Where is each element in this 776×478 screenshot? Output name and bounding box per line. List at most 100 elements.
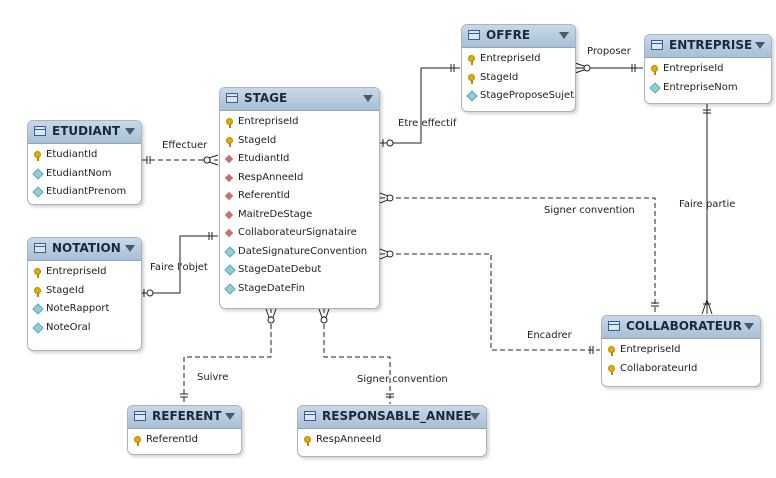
attribute-icon [32, 321, 44, 334]
column-name: EtudiantPrenom [46, 186, 127, 197]
relation-effectuer-end-circle [203, 156, 211, 164]
primary-key-icon [34, 286, 41, 297]
column-name: EtudiantId [238, 153, 290, 164]
label-faire-objet: Faire l'objet [150, 262, 208, 273]
column-row[interactable]: CollaborateurId [602, 360, 760, 379]
primary-key-icon [134, 436, 141, 446]
column-row[interactable]: EtudiantNom [28, 165, 141, 184]
entity-stage-header[interactable]: STAGE [220, 88, 379, 111]
chevron-down-icon[interactable] [125, 245, 135, 252]
column-name: EntrepriseId [238, 116, 299, 127]
primary-key-icon [468, 55, 475, 65]
column-name: EntrepriseId [480, 53, 541, 64]
table-icon [34, 243, 46, 253]
relation-faire-partie-end-one [703, 109, 711, 114]
column-list: ReferentId [128, 429, 241, 454]
entity-notation-header[interactable]: NOTATION [28, 238, 141, 261]
primary-key-icon [34, 268, 41, 278]
foreign-key-icon [224, 210, 234, 219]
column-row[interactable]: EntrepriseId [602, 341, 760, 360]
entity-referent-header[interactable]: REFERENT [128, 406, 241, 429]
column-name: StageDateDebut [238, 264, 322, 275]
column-name: EtudiantNom [46, 167, 112, 179]
entity-offre-header[interactable]: OFFRE [462, 25, 575, 48]
column-row[interactable]: StageId [220, 132, 379, 151]
column-row[interactable]: RespAnneeId [298, 431, 486, 450]
column-row[interactable]: CollaborateurSignataire [220, 224, 379, 243]
column-row[interactable]: ReferentId [128, 431, 241, 450]
chevron-down-icon[interactable] [559, 32, 569, 39]
column-row[interactable]: EntrepriseId [462, 50, 575, 69]
entity-title: ENTREPRISE [669, 38, 753, 52]
column-name: EntrepriseId [46, 266, 107, 277]
column-name: EtudiantId [46, 149, 98, 160]
entity-collaborateur-header[interactable]: COLLABORATEUR [602, 316, 760, 339]
entity-responsable-annee-header[interactable]: RESPONSABLE_ANNEE [298, 406, 486, 429]
chevron-down-icon[interactable] [125, 128, 135, 135]
column-row[interactable]: EntrepriseId [28, 263, 141, 282]
relation-etre-effectif-line [380, 67, 460, 144]
chevron-down-icon[interactable] [744, 323, 754, 330]
column-row[interactable]: EntrepriseId [645, 60, 771, 79]
table-icon [226, 93, 238, 103]
chevron-down-icon[interactable] [755, 42, 765, 49]
relation-faire-partie-end-many [701, 299, 713, 315]
column-row[interactable]: EtudiantPrenom [28, 183, 141, 202]
label-proposer: Proposer [587, 46, 631, 57]
column-row[interactable]: ReferentId [220, 187, 379, 206]
column-name: ReferentId [238, 190, 290, 201]
column-name: StageDateFin [238, 282, 305, 294]
relation-faire-objet-line [142, 235, 218, 294]
column-name: StageId [238, 134, 277, 146]
column-row[interactable]: EtudiantId [220, 150, 379, 169]
column-row[interactable]: NoteOral [28, 319, 141, 338]
entity-referent[interactable]: REFERENT ReferentId [127, 405, 242, 455]
relation-encadrer-end-one [589, 346, 594, 354]
entity-title: STAGE [244, 91, 288, 105]
column-row[interactable]: StageProposeSujet [462, 87, 575, 106]
attribute-icon [224, 264, 236, 276]
column-row[interactable]: EtudiantId [28, 146, 141, 165]
column-row[interactable]: EntrepriseId [220, 113, 379, 132]
label-etre-effectif: Etre effectif [398, 118, 457, 129]
entity-title: COLLABORATEUR [626, 319, 742, 333]
foreign-key-icon [224, 191, 234, 201]
column-row[interactable]: StageDateFin [220, 280, 379, 299]
primary-key-icon [608, 346, 615, 356]
foreign-key-icon [224, 154, 234, 164]
column-name: EntrepriseId [620, 344, 681, 355]
column-row[interactable]: EntrepriseNom [645, 79, 771, 98]
relation-signer-convention-collab-end-one [651, 302, 659, 307]
table-icon [304, 411, 316, 421]
column-row[interactable]: StageDateDebut [220, 261, 379, 280]
entity-etudiant-header[interactable]: ETUDIANT [28, 121, 141, 144]
column-row[interactable]: DateSignatureConvention [220, 243, 379, 262]
column-row[interactable]: StageId [462, 69, 575, 88]
column-row[interactable]: MaitreDeStage [220, 206, 379, 225]
column-row[interactable]: StageId [28, 282, 141, 301]
entity-entreprise-header[interactable]: ENTREPRISE [645, 35, 771, 58]
column-name: CollaborateurId [620, 362, 698, 374]
column-row[interactable]: NoteRapport [28, 300, 141, 319]
relation-suivre-line [183, 308, 272, 404]
chevron-down-icon[interactable] [363, 95, 373, 102]
entity-responsable-annee[interactable]: RESPONSABLE_ANNEE RespAnneeId [297, 405, 487, 457]
chevron-down-icon[interactable] [225, 413, 235, 420]
primary-key-icon [304, 436, 311, 446]
attribute-icon [32, 167, 44, 180]
primary-key-icon [468, 73, 475, 84]
column-row[interactable]: RespAnneeId [220, 169, 379, 188]
chevron-down-icon[interactable] [470, 413, 480, 420]
attribute-icon [32, 303, 44, 315]
label-faire-partie: Faire partie [679, 199, 736, 210]
